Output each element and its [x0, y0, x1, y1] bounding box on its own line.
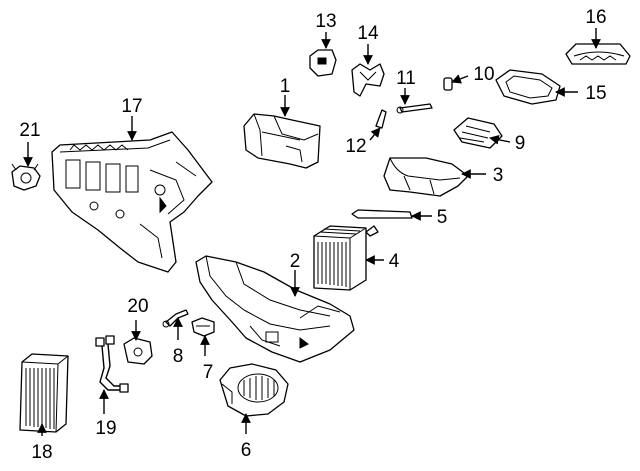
callout-14: 14 [357, 23, 379, 44]
callout-21: 21 [19, 120, 40, 141]
part-1-housing [243, 113, 321, 169]
part-2-lower-case [195, 255, 355, 363]
part-20-actuator [123, 337, 153, 365]
part-15-seal [495, 69, 561, 105]
part-13-clip [309, 49, 337, 77]
arrow-10 [451, 74, 469, 84]
callout-10: 10 [473, 64, 494, 85]
part-16-cover [565, 43, 631, 65]
leader-arrows [23, 28, 601, 436]
part-10-clip [443, 77, 453, 91]
part-17-heater-housing [51, 131, 213, 273]
callout-11: 11 [396, 68, 416, 89]
arrow-9 [489, 134, 511, 145]
callout-labels: 1 2 3 4 5 6 7 8 9 10 11 12 13 14 15 16 1… [19, 7, 606, 463]
part-9-grille [453, 117, 503, 149]
part-18-filter [19, 353, 69, 433]
callout-18: 18 [31, 442, 52, 463]
callout-19: 19 [95, 418, 116, 439]
callout-12: 12 [345, 136, 366, 157]
part-8-hose [162, 309, 189, 328]
callout-3: 3 [493, 165, 504, 186]
callout-2: 2 [290, 251, 301, 272]
part-11-rod [396, 103, 433, 114]
callout-8: 8 [173, 346, 184, 367]
callout-16: 16 [585, 7, 606, 28]
callout-20: 20 [127, 296, 148, 317]
part-6-blower-motor [219, 363, 289, 417]
arrow-12 [369, 127, 381, 141]
part-19-harness [95, 335, 129, 393]
part-5-tube [351, 209, 413, 219]
part-21-actuator [11, 163, 41, 191]
callout-13: 13 [315, 11, 336, 32]
callout-5: 5 [437, 207, 448, 228]
callout-6: 6 [241, 440, 252, 461]
part-12-link [375, 109, 387, 129]
part-7-resistor [191, 317, 215, 337]
part-4-evaporator [313, 225, 379, 291]
callout-17: 17 [121, 96, 142, 117]
callout-1: 1 [280, 76, 291, 97]
callout-4: 4 [389, 251, 400, 272]
part-14-bracket [351, 63, 385, 97]
callout-15: 15 [585, 83, 606, 104]
part-3-duct [383, 157, 469, 197]
callout-9: 9 [515, 133, 526, 154]
callout-7: 7 [203, 362, 214, 383]
